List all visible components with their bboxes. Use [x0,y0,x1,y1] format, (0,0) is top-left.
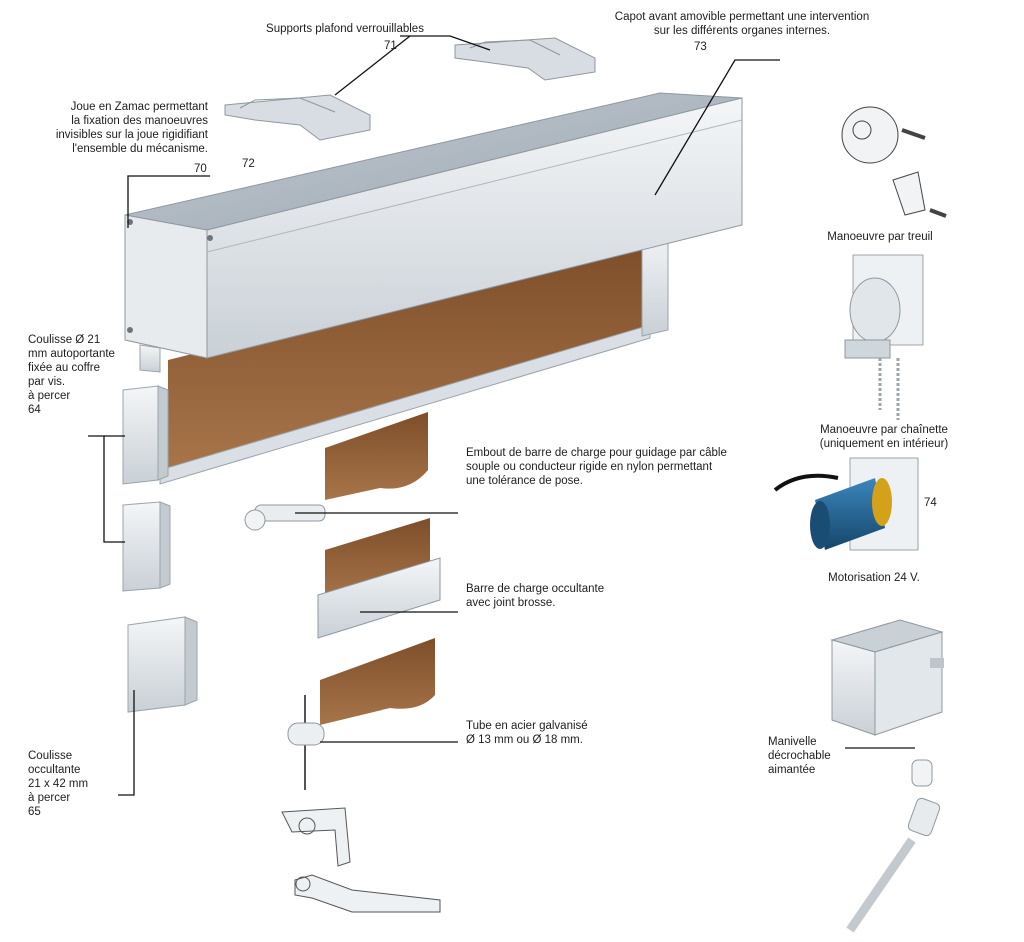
chain-gear-mechanism [844,254,924,420]
ceiling-support-right [454,37,596,81]
label-bottom-bar: Barre de charge occultante avec joint br… [466,583,605,609]
label-crank-handle: Manivelle décrochable aimantée [768,736,831,776]
guide-rail-stub [139,344,161,373]
leader-lines [88,35,915,796]
rail-21mm [122,385,171,592]
bottom-bar-endcap [244,412,428,531]
label-motor-number: 74 [924,497,937,509]
label-rail-21x42: Coulisse occultante 21 x 42 mm à percer … [28,750,89,818]
label-front-cover: Capot avant amovible permettant une inte… [614,11,870,37]
label-endcap: Embout de barre de charge pour guidage p… [466,447,727,487]
ceiling-support-left [224,94,371,141]
crank-gearbox [830,619,944,787]
label-rail-21mm: Coulisse Ø 21 mm autoportante fixée au c… [28,334,115,416]
label-tube: Tube en acier galvanisé Ø 13 mm ou Ø 18 … [466,720,588,746]
label-motor: Motorisation 24 V. [828,572,920,584]
label-chain-operation: Manoeuvre par chaînette (uniquement en i… [819,424,949,450]
label-ceiling-supports-number: 71 [384,40,397,52]
motor-24v [773,457,919,551]
label-zamac-end-number: 70 [194,163,207,175]
crank-gear-mechanism [841,106,947,218]
label-headbox-number: 72 [242,158,255,170]
bottom-bar-brush [317,518,441,639]
galvanised-tube [287,638,435,790]
rail-21x42 [127,616,198,713]
label-crank-operation: Manoeuvre par treuil [827,231,933,243]
crank-handle [846,797,941,933]
label-ceiling-supports: Supports plafond verrouillables [266,23,424,35]
mounting-brackets [281,807,441,913]
label-zamac-end: Joue en Zamac permettant la fixation des… [55,101,208,155]
label-front-cover-number: 73 [694,41,707,53]
headbox-cassette [124,92,743,359]
